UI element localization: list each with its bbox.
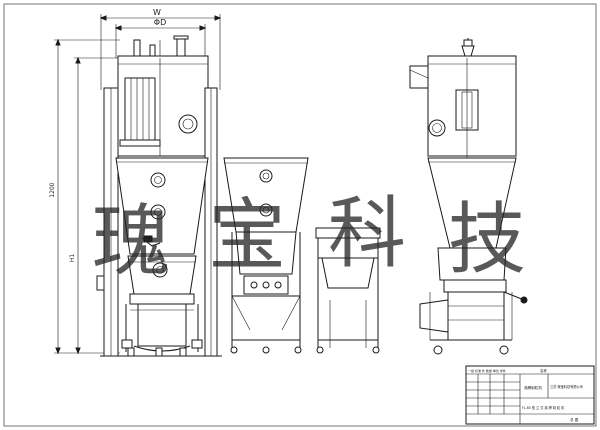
drawing-frame [3,3,597,427]
dimension-width: W [99,8,222,90]
title-block-company: 江苏 瑰宝科技有限公司 [550,384,583,389]
title-block-product: 沸腾制粒机 [524,385,542,390]
dimension-height-side: H1 [69,56,120,355]
title-block: 一级 标准 件 数量 单位 零件 名称 沸腾制粒机 江苏 瑰宝科技有限公司 FL… [465,365,595,425]
title-block-header-left: 一级 标准 件 数量 单位 零件 [468,368,506,373]
dimension-height-side-label: H1 [69,254,76,263]
watermark-char-4: 技 [448,195,526,285]
middle-view-cart [223,157,309,354]
title-block-model: FL-60 型 立 式 沸 腾 制 粒 机 [522,405,565,410]
dimension-height-total-label: 1200 [49,182,56,197]
dimension-diameter: ΦD [114,18,207,58]
title-block-sheet: 总 图 [570,417,579,422]
watermark: 瑰 宝 科 技 [92,189,526,287]
dimension-width-label: W [153,8,161,17]
small-cart-view [315,227,381,354]
dimension-height-total: 1200 [49,38,120,355]
front-view [96,35,222,357]
watermark-char-2: 宝 [208,191,286,281]
watermark-char-1: 瑰 [92,197,170,287]
side-view [409,38,528,355]
title-block-header-right: 名称 [540,368,547,373]
dimension-diameter-label: ΦD [154,18,166,27]
watermark-char-3: 科 [328,189,406,279]
